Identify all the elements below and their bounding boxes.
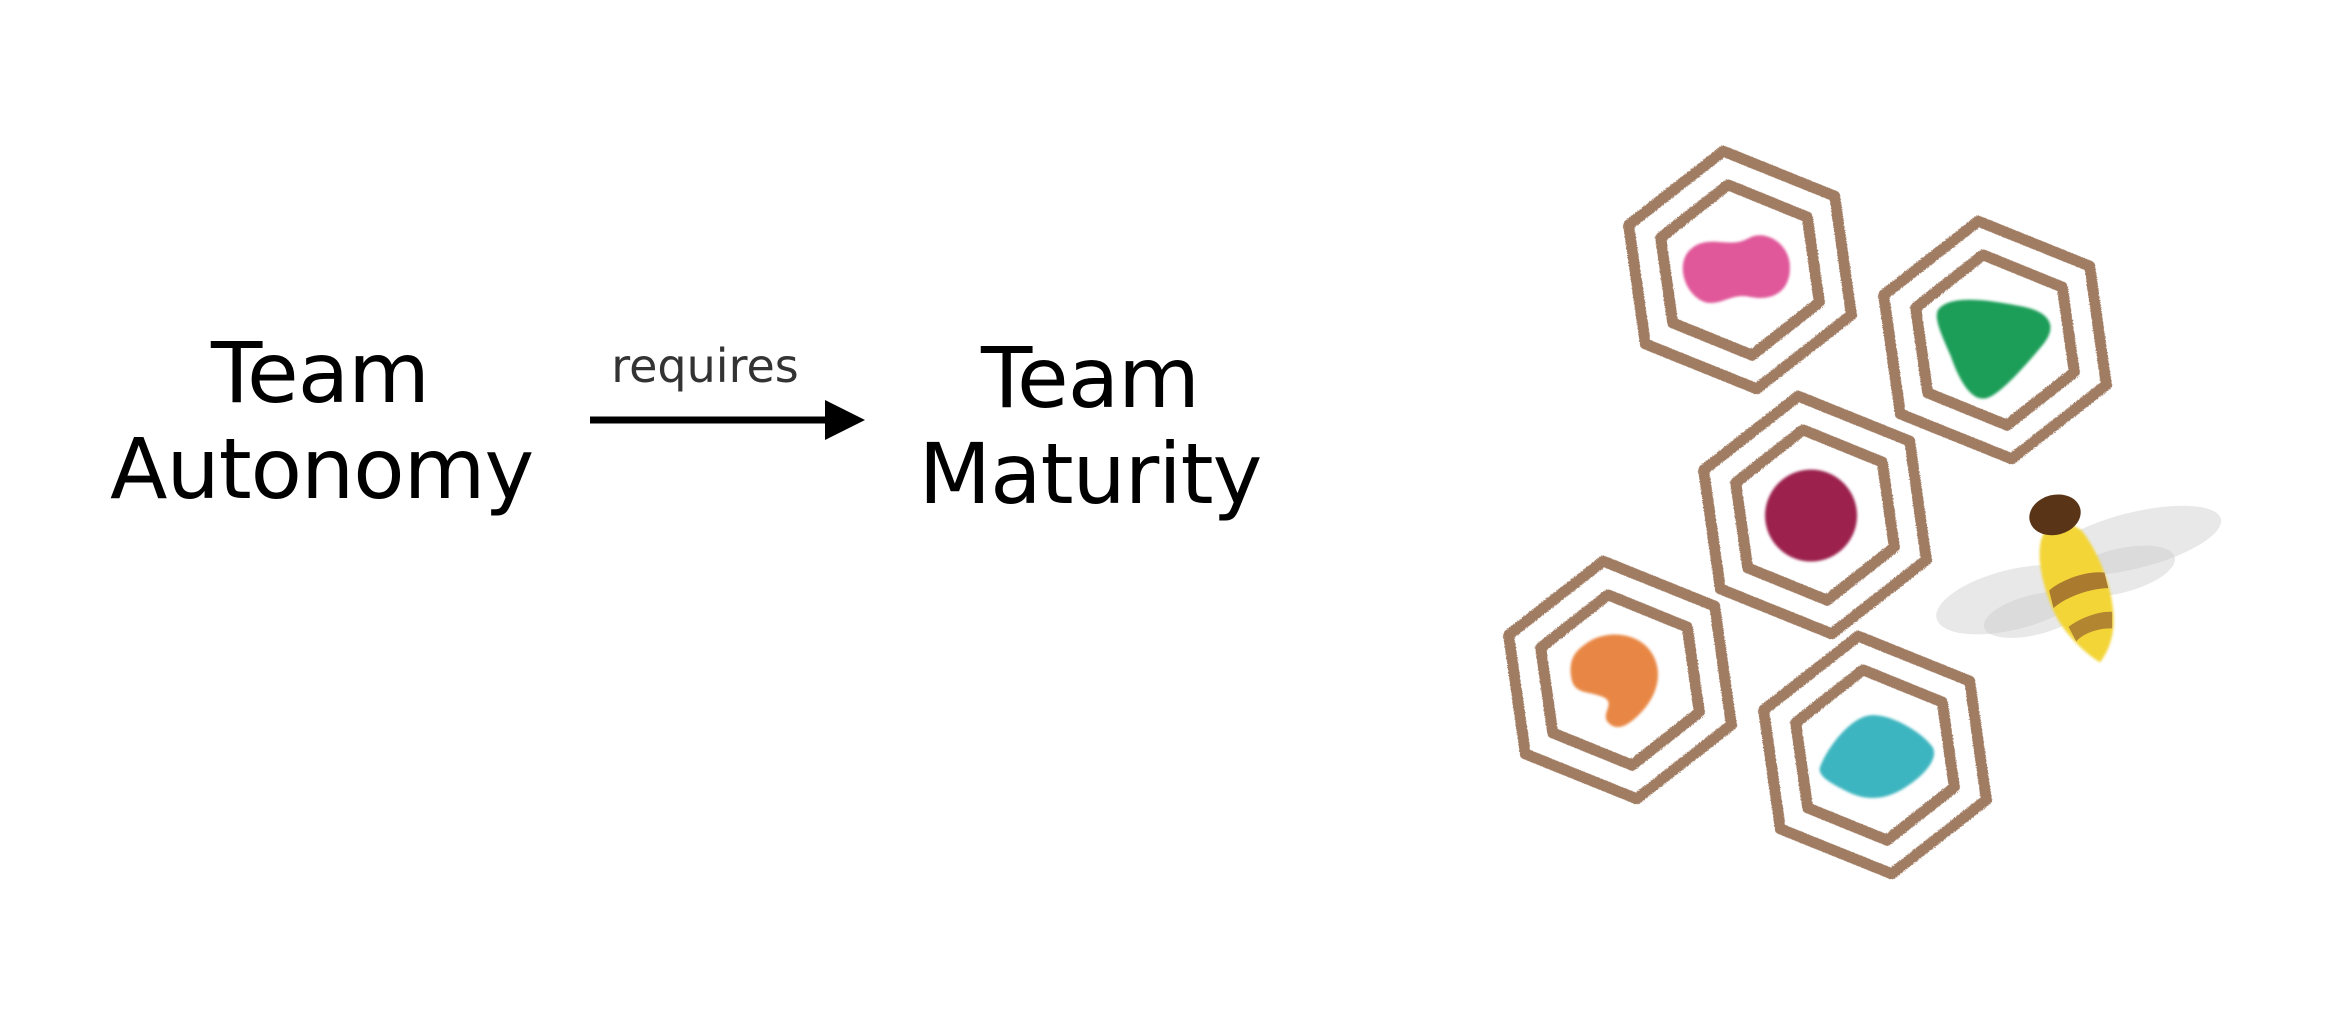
relation-arrow [590, 400, 865, 440]
bee-icon [1936, 494, 2222, 663]
concept-right-line1: Team [980, 329, 1200, 427]
pink-blob-icon [1682, 235, 1790, 303]
bee-stripe-2 [2068, 611, 2113, 642]
hex-inner-ring [1535, 589, 1705, 771]
teal-diamond-icon [1819, 715, 1935, 798]
hex-cell-teal [1758, 630, 1992, 880]
hex-outer-ring [1878, 215, 2112, 465]
hex-inner-ring [1730, 424, 1900, 606]
crimson-circle-icon [1765, 469, 1858, 562]
concept-left-line2: Autonomy [110, 420, 534, 518]
arrow-head-icon [825, 400, 865, 440]
bee-head [2029, 494, 2081, 536]
hex-cell-green [1878, 215, 2112, 465]
hex-outer-ring [1503, 555, 1737, 805]
hex-inner-ring [1910, 249, 2080, 431]
hex-inner-ring [1790, 664, 1960, 846]
hex-cell-pink [1623, 145, 1857, 395]
green-triangle-icon [1936, 299, 2051, 399]
hex-outer-ring [1698, 390, 1932, 640]
concept-right-line2: Maturity [918, 425, 1263, 523]
hex-outer-ring [1623, 145, 1857, 395]
orange-heart-icon [1570, 634, 1658, 727]
relation-label: requires [611, 339, 799, 393]
concept-team-autonomy: Team Autonomy [110, 324, 534, 518]
concept-team-maturity: Team Maturity [880, 330, 1300, 522]
bee-stripe-1 [2049, 572, 2109, 608]
honeycomb-illustration [1503, 145, 2222, 880]
hex-inner-ring [1655, 179, 1825, 361]
concept-left-line1: Team [210, 324, 430, 422]
hex-cell-crimson [1698, 390, 1932, 640]
hex-cell-orange [1503, 555, 1737, 805]
hex-outer-ring [1758, 630, 1992, 880]
